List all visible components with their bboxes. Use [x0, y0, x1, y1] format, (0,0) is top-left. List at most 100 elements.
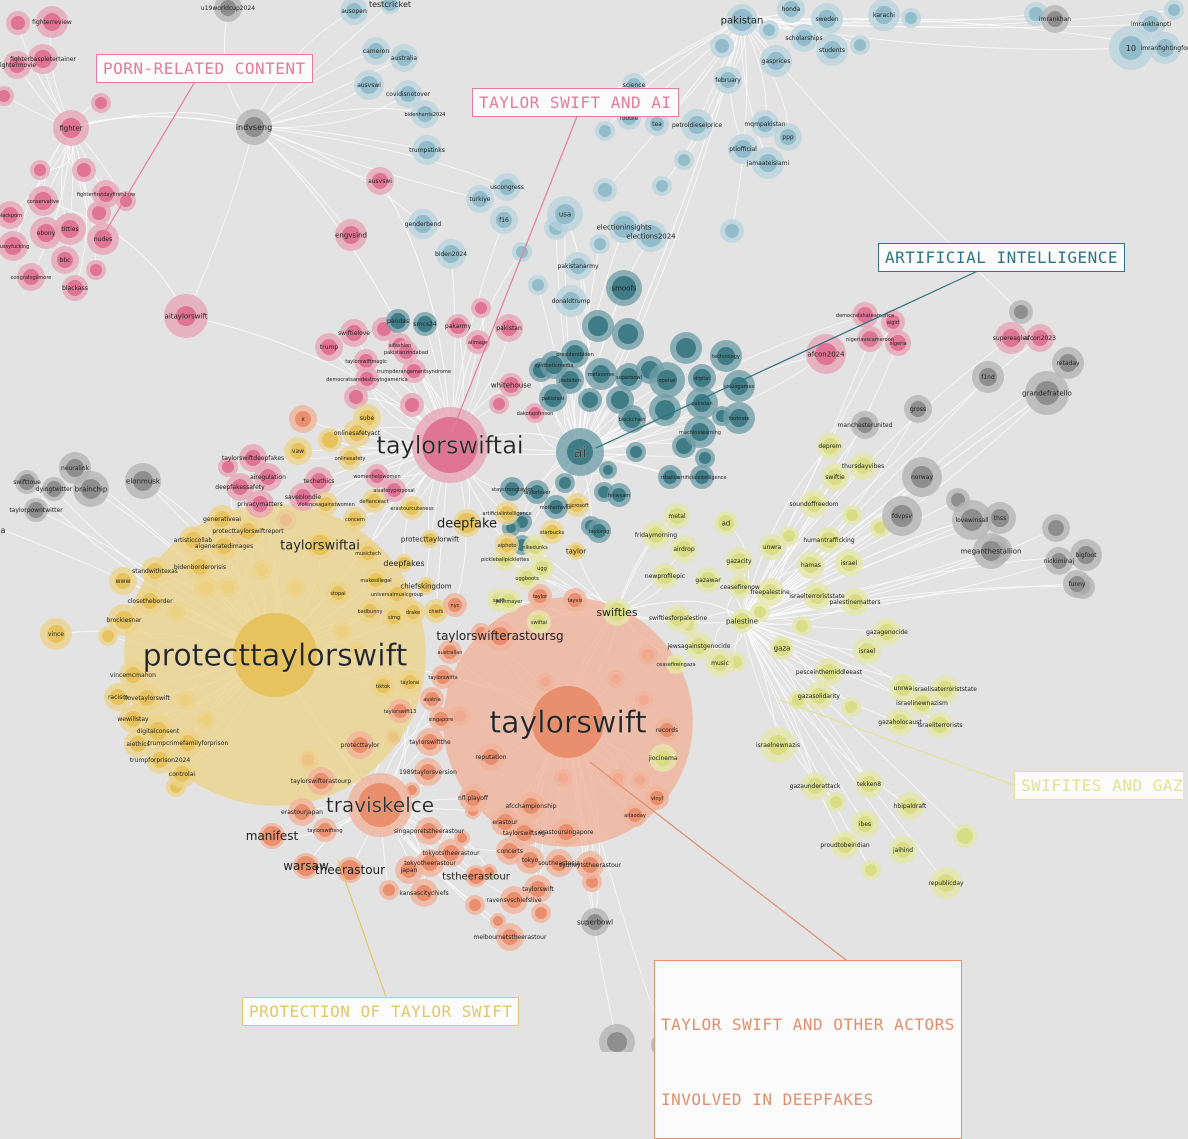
- node-ptiofficial: [728, 134, 758, 164]
- node-label: bidenharris2024: [405, 112, 446, 118]
- node-core: [216, 538, 232, 554]
- node-label: ibes: [859, 821, 871, 828]
- node-israelisaterroriststate: [931, 675, 959, 703]
- node-core: [390, 587, 404, 601]
- node-core: [886, 315, 900, 329]
- network-edge: [579, 314, 866, 453]
- node-label: unwra: [763, 544, 782, 551]
- node-pakistan: [495, 314, 523, 342]
- network-node: [490, 913, 506, 929]
- node-core: [731, 9, 753, 31]
- node-pakarmy: [446, 314, 470, 338]
- network-edge: [253, 126, 424, 225]
- node-core: [620, 368, 638, 386]
- node-scholarships: [790, 24, 818, 52]
- node-core: [608, 603, 626, 621]
- node-label: artificialintelligence: [482, 511, 531, 517]
- network-node: [599, 1024, 635, 1052]
- network-edge: [70, 112, 255, 129]
- node-label: donaldtrump: [552, 298, 591, 305]
- node-label: imrankhanpti: [1131, 21, 1171, 28]
- node-core: [730, 377, 748, 395]
- node-core: [125, 667, 141, 683]
- node-core: [149, 722, 167, 740]
- node-tea: [645, 112, 669, 136]
- node-label: cameron: [363, 48, 390, 55]
- node-core: [295, 411, 311, 427]
- node-label: aifashion: [389, 343, 412, 349]
- node-label: nyc: [451, 603, 460, 609]
- node-core: [372, 173, 388, 189]
- node-testcricket: [380, 0, 400, 14]
- node-nigeria: [885, 330, 911, 356]
- node-label: taylorswiftai: [280, 539, 360, 554]
- node-core: [734, 613, 750, 629]
- node-core: [294, 804, 310, 820]
- node-taylorswifterastourp: [307, 767, 335, 795]
- node-music: [706, 649, 734, 677]
- node-core: [4, 237, 22, 255]
- node-core: [9, 57, 25, 73]
- node-label: ceasefireingaza: [656, 662, 695, 668]
- node-label: nigeria: [889, 341, 906, 347]
- node-core: [774, 640, 790, 656]
- node-label: aigeneratedimages: [195, 543, 253, 550]
- node-core: [1059, 354, 1077, 372]
- node-label: onlinesafetyact: [334, 430, 381, 437]
- node-label: bbc: [60, 257, 71, 264]
- network-edge: [604, 19, 743, 132]
- node-label: deepfake: [437, 517, 497, 532]
- node-core: [530, 881, 546, 897]
- node-core: [865, 864, 877, 876]
- node-norway: [902, 457, 942, 497]
- node-gazasolidarity: [805, 682, 833, 710]
- node-core: [905, 12, 917, 24]
- node-core: [660, 723, 674, 737]
- node-core: [120, 195, 132, 207]
- node-label: taylorswiftthe: [409, 739, 451, 746]
- node-label: taylorswift13: [384, 709, 417, 715]
- node-label: elections2024: [626, 232, 676, 240]
- node-aigeneratedimages: [210, 532, 238, 560]
- node-core: [981, 541, 1001, 561]
- node-fenwsam: [607, 483, 631, 507]
- node-core: [821, 664, 837, 680]
- node-core: [417, 106, 433, 122]
- node-label: artificialintelligence: [677, 475, 726, 481]
- node-core: [499, 179, 515, 195]
- node-core: [95, 97, 107, 109]
- node-core: [717, 347, 735, 365]
- node-core: [582, 857, 598, 873]
- node-core: [528, 540, 542, 554]
- node-artificialintelligence: [495, 501, 519, 525]
- node-label: humantrafficking: [803, 537, 854, 544]
- node-core: [655, 400, 675, 420]
- node-core: [1168, 4, 1180, 16]
- node-melbournetstheerastour: [496, 923, 524, 951]
- node-label: democratshateamerica: [836, 313, 894, 319]
- node-label: israelnewnazis: [756, 742, 800, 749]
- node-palestine: [730, 609, 754, 633]
- node-label: concern: [345, 517, 365, 523]
- node-label: palestine: [726, 617, 758, 625]
- node-core: [34, 50, 52, 68]
- node-metaverse: [585, 358, 617, 390]
- network-node: [593, 178, 617, 202]
- network-node: [465, 895, 485, 915]
- node-core: [407, 364, 421, 378]
- node-label: makesillegal: [360, 578, 391, 584]
- node-label: ausvswi: [368, 178, 392, 185]
- node-label: elonmusk: [126, 477, 161, 485]
- node-aiethics: [124, 730, 152, 758]
- node-label: reputation: [475, 754, 506, 761]
- node-core: [549, 500, 563, 514]
- node-austria: [420, 687, 444, 711]
- node-core: [418, 141, 436, 159]
- node-pandas: [386, 309, 410, 333]
- network-node: [30, 160, 50, 180]
- node-label: johnmayer: [495, 599, 524, 605]
- node-israelnewnazis: [760, 727, 796, 763]
- node-nudes: [87, 223, 119, 255]
- node-unrwa: [889, 674, 917, 702]
- node-core: [566, 345, 584, 363]
